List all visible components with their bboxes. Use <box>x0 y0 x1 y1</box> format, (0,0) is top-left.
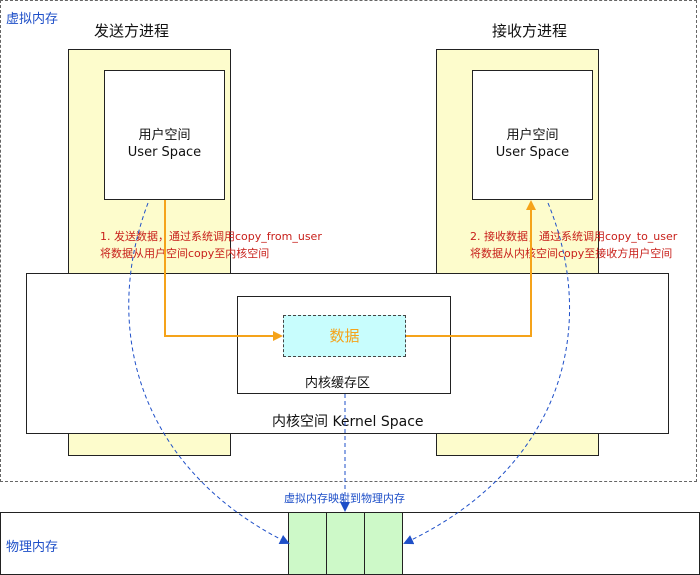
virtual-memory-label: 虚拟内存 <box>6 12 59 27</box>
receiver-process-title: 接收方进程 <box>492 22 568 40</box>
data-block: 数据 <box>283 315 406 357</box>
physical-page-3 <box>364 512 403 575</box>
sender-user-space-en: User Space <box>127 145 202 160</box>
receiver-user-space-cn: 用户空间 <box>506 128 559 143</box>
sender-user-space-cn: 用户空间 <box>138 128 191 143</box>
kernel-buffer-label: 内核缓存区 <box>305 376 371 391</box>
virtual-memory-region <box>0 0 697 482</box>
sender-step-line1: 1. 发送数据，通过系统调用copy_from_user <box>100 230 322 243</box>
sender-user-space: 用户空间 User Space <box>104 70 225 200</box>
sender-step-line2: 将数据从用户空间copy至内核空间 <box>100 247 270 260</box>
sender-process-title: 发送方进程 <box>94 22 170 40</box>
receiver-user-space: 用户空间 User Space <box>472 70 593 200</box>
receiver-user-space-en: User Space <box>495 145 570 160</box>
physical-memory-label: 物理内存 <box>6 540 59 555</box>
mapping-label: 虚拟内存映射到物理内存 <box>284 492 405 505</box>
physical-page-2 <box>326 512 365 575</box>
receiver-step-line1: 2. 接收数据，通过系统调用copy_to_user <box>470 230 678 243</box>
physical-page-1 <box>288 512 327 575</box>
receiver-step-line2: 将数据从内核空间copy至接收方用户空间 <box>470 247 673 260</box>
kernel-space-label: 内核空间 Kernel Space <box>272 414 424 430</box>
